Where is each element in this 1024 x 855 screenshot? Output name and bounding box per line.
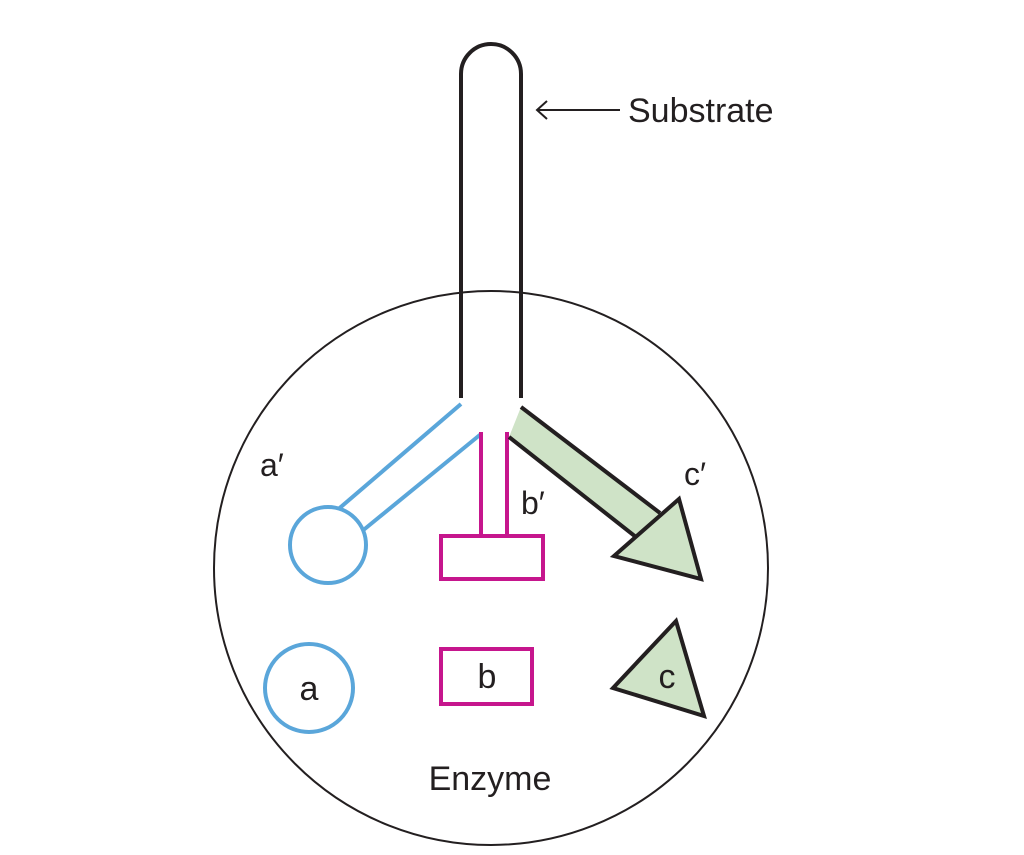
group-a-circle (263, 642, 355, 734)
branch-c-shaft (509, 407, 660, 541)
branch-c-shaft-edge-upper (519, 405, 662, 515)
group-c-label: c (659, 658, 676, 696)
substrate-stem (459, 42, 523, 398)
branch-a-line-upper (333, 402, 463, 514)
enzyme-label: Enzyme (429, 760, 552, 798)
group-c-triangle (609, 617, 707, 720)
substrate-label: Substrate (628, 92, 774, 130)
substrate-pointer-arrowhead (535, 100, 548, 120)
group-b-label: b (478, 658, 497, 696)
site-c-prime-label: c′ (684, 456, 706, 492)
branch-a-ball (288, 505, 368, 585)
branch-c-shaft-edge-lower (507, 435, 643, 543)
branch-c-arrowhead (609, 495, 704, 582)
site-b-prime-label: b′ (521, 485, 545, 521)
branch-b-block (439, 534, 545, 581)
group-a-label: a (300, 670, 319, 708)
group-b-rect (439, 647, 534, 706)
enzyme-body (213, 290, 769, 846)
site-a-prime-label: a′ (260, 447, 284, 483)
branch-a-line-lower (359, 432, 483, 534)
